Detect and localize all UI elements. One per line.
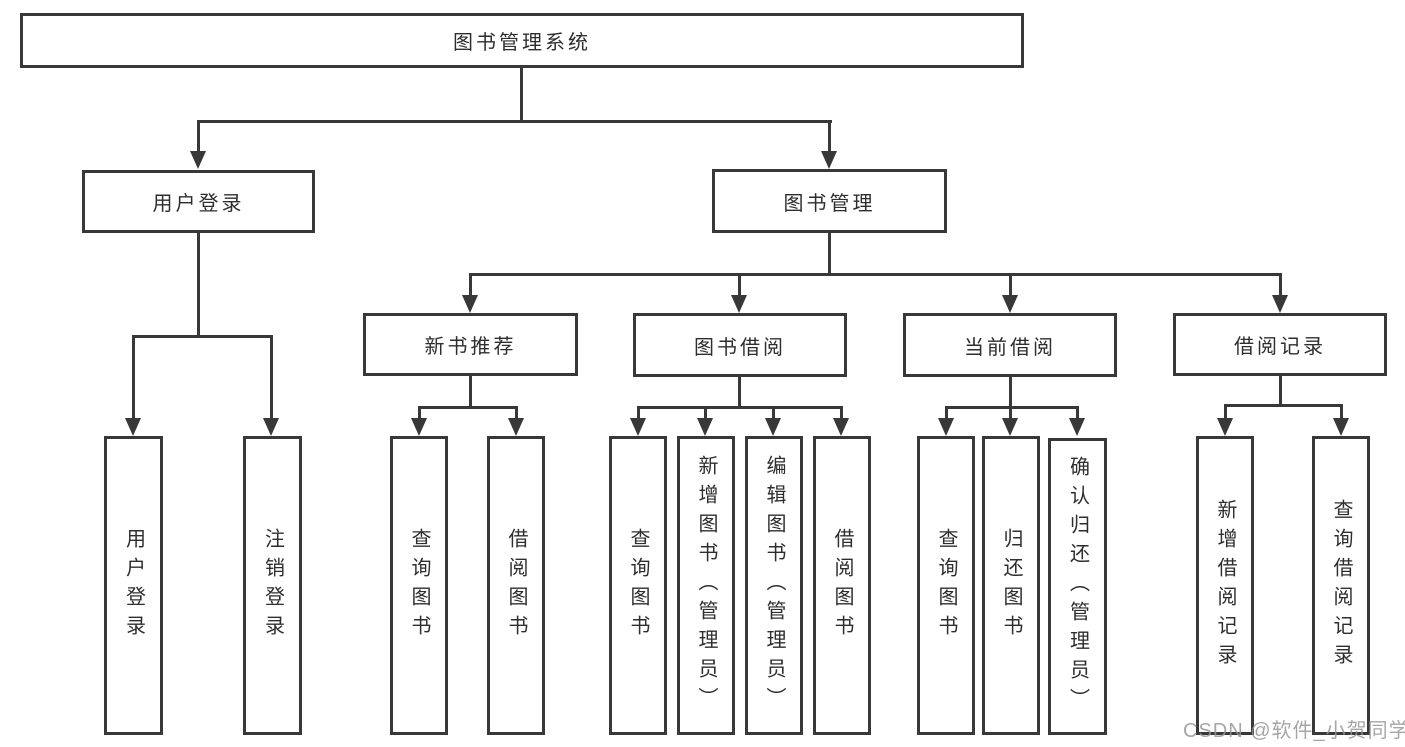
leaf-current-query-books-label: 查询图书: [935, 527, 957, 644]
arrowhead-down-icon: [821, 151, 837, 169]
edge-current-shaft-2: [1009, 406, 1012, 420]
leaf-current-return-books-label: 归还图书: [1000, 527, 1022, 644]
arrowhead-down-icon: [1333, 418, 1349, 436]
edge-borrow-stem: [738, 377, 741, 406]
leaf-rec-query-books-label: 查询图书: [408, 527, 430, 644]
edge-current-stem: [1009, 377, 1012, 406]
arrowhead-down-icon: [190, 151, 206, 169]
node-book-borrow-label: 图书借阅: [694, 336, 786, 359]
arrowhead-down-icon: [1217, 418, 1233, 436]
edge-borrow-shaft-3: [772, 406, 775, 420]
arrowhead-down-icon: [411, 418, 427, 436]
leaf-records-query-record: 查询借阅记录: [1312, 436, 1370, 735]
leaf-current-return-books: 归还图书: [982, 436, 1040, 735]
edge-records-shaft-2: [1340, 404, 1343, 420]
arrowhead-down-icon: [833, 418, 849, 436]
node-book-borrow: 图书借阅: [633, 313, 847, 377]
edge-mgmt-shaft-1: [469, 273, 472, 297]
edge-records-shaft-1: [1224, 404, 1227, 420]
edge-mgmt-shaft-4: [1279, 273, 1282, 297]
arrowhead-down-icon: [697, 418, 713, 436]
edge-rec-shaft-1: [418, 406, 421, 420]
leaf-records-add-record-label: 新增借阅记录: [1214, 498, 1236, 673]
node-book-mgmt: 图书管理: [712, 169, 947, 233]
leaf-borrow-query-books-label: 查询图书: [627, 527, 649, 644]
edge-borrow-shaft-1: [637, 406, 640, 420]
leaf-borrow-borrow-books-label: 借阅图书: [831, 527, 853, 644]
edge-records-cross: [1224, 404, 1343, 407]
node-new-book-rec: 新书推荐: [363, 313, 578, 376]
leaf-rec-query-books: 查询图书: [390, 436, 448, 735]
edge-current-shaft-3: [1076, 406, 1079, 420]
arrowhead-down-icon: [1002, 295, 1018, 313]
arrowhead-down-icon: [462, 295, 478, 313]
node-user-login-label: 用户登录: [152, 193, 245, 215]
leaf-borrow-edit-books-label: 编辑图书（管理员）: [763, 455, 785, 716]
edge-login-shaft-2: [270, 335, 273, 420]
edge-rec-cross: [418, 406, 518, 409]
arrowhead-down-icon: [1272, 295, 1288, 313]
edge-root-stem: [520, 68, 523, 120]
node-book-mgmt-label: 图书管理: [783, 192, 876, 215]
edge-borrow-shaft-4: [840, 406, 843, 420]
node-current-borrow-label: 当前借阅: [964, 336, 1056, 359]
arrowhead-down-icon: [938, 418, 954, 436]
edge-current-cross: [945, 406, 1079, 409]
leaf-records-query-record-label: 查询借阅记录: [1330, 498, 1352, 673]
leaf-user-login: 用户登录: [104, 436, 163, 735]
edge-records-stem: [1279, 376, 1282, 404]
leaf-borrow-query-books: 查询图书: [609, 436, 667, 735]
arrowhead-down-icon: [125, 418, 141, 436]
arrowhead-down-icon: [263, 418, 279, 436]
node-root-label: 图书管理系统: [453, 32, 591, 54]
node-borrow-records: 借阅记录: [1173, 313, 1387, 376]
leaf-current-confirm-return: 确认归还（管理员）: [1048, 438, 1107, 735]
edge-borrow-cross: [637, 406, 842, 409]
edge-root-right-shaft: [828, 120, 831, 153]
arrowhead-down-icon: [731, 295, 747, 313]
node-user-login: 用户登录: [82, 170, 315, 233]
arrowhead-down-icon: [1069, 418, 1085, 436]
arrowhead-down-icon: [630, 418, 646, 436]
arrowhead-down-icon: [1002, 418, 1018, 436]
node-root: 图书管理系统: [20, 13, 1024, 68]
edge-mgmt-stem: [828, 233, 831, 273]
csdn-watermark: CSDN @软件_小贺同学: [1183, 720, 1405, 742]
edge-login-stem: [197, 233, 200, 335]
leaf-current-query-books: 查询图书: [917, 436, 975, 735]
arrowhead-down-icon: [508, 418, 524, 436]
arrowhead-down-icon: [765, 418, 781, 436]
edge-rec-shaft-2: [515, 406, 518, 420]
leaf-logout-label: 注销登录: [261, 527, 284, 644]
edge-mgmt-cross: [469, 273, 1281, 276]
edge-mgmt-shaft-2: [738, 273, 741, 297]
edge-mgmt-shaft-3: [1009, 273, 1012, 297]
edge-current-shaft-1: [945, 406, 948, 420]
node-borrow-records-label: 借阅记录: [1234, 336, 1326, 358]
node-current-borrow: 当前借阅: [903, 313, 1117, 377]
leaf-borrow-edit-books: 编辑图书（管理员）: [745, 436, 803, 735]
node-new-book-rec-label: 新书推荐: [424, 336, 517, 358]
edge-login-cross: [132, 335, 273, 338]
edge-root-left-shaft: [197, 120, 200, 153]
edge-borrow-shaft-2: [704, 406, 707, 420]
edge-login-shaft-1: [132, 335, 135, 420]
edge-root-cross: [197, 120, 832, 123]
leaf-records-add-record: 新增借阅记录: [1196, 436, 1254, 735]
leaf-logout: 注销登录: [243, 436, 302, 735]
leaf-rec-borrow-books: 借阅图书: [487, 436, 545, 735]
leaf-user-login-label: 用户登录: [122, 527, 145, 644]
leaf-borrow-add-books: 新增图书（管理员）: [677, 436, 735, 735]
leaf-borrow-borrow-books: 借阅图书: [813, 436, 871, 735]
leaf-current-confirm-return-label: 确认归还（管理员）: [1066, 456, 1089, 717]
leaf-rec-borrow-books-label: 借阅图书: [505, 527, 527, 644]
edge-rec-stem: [469, 376, 472, 406]
leaf-borrow-add-books-label: 新增图书（管理员）: [695, 455, 717, 716]
